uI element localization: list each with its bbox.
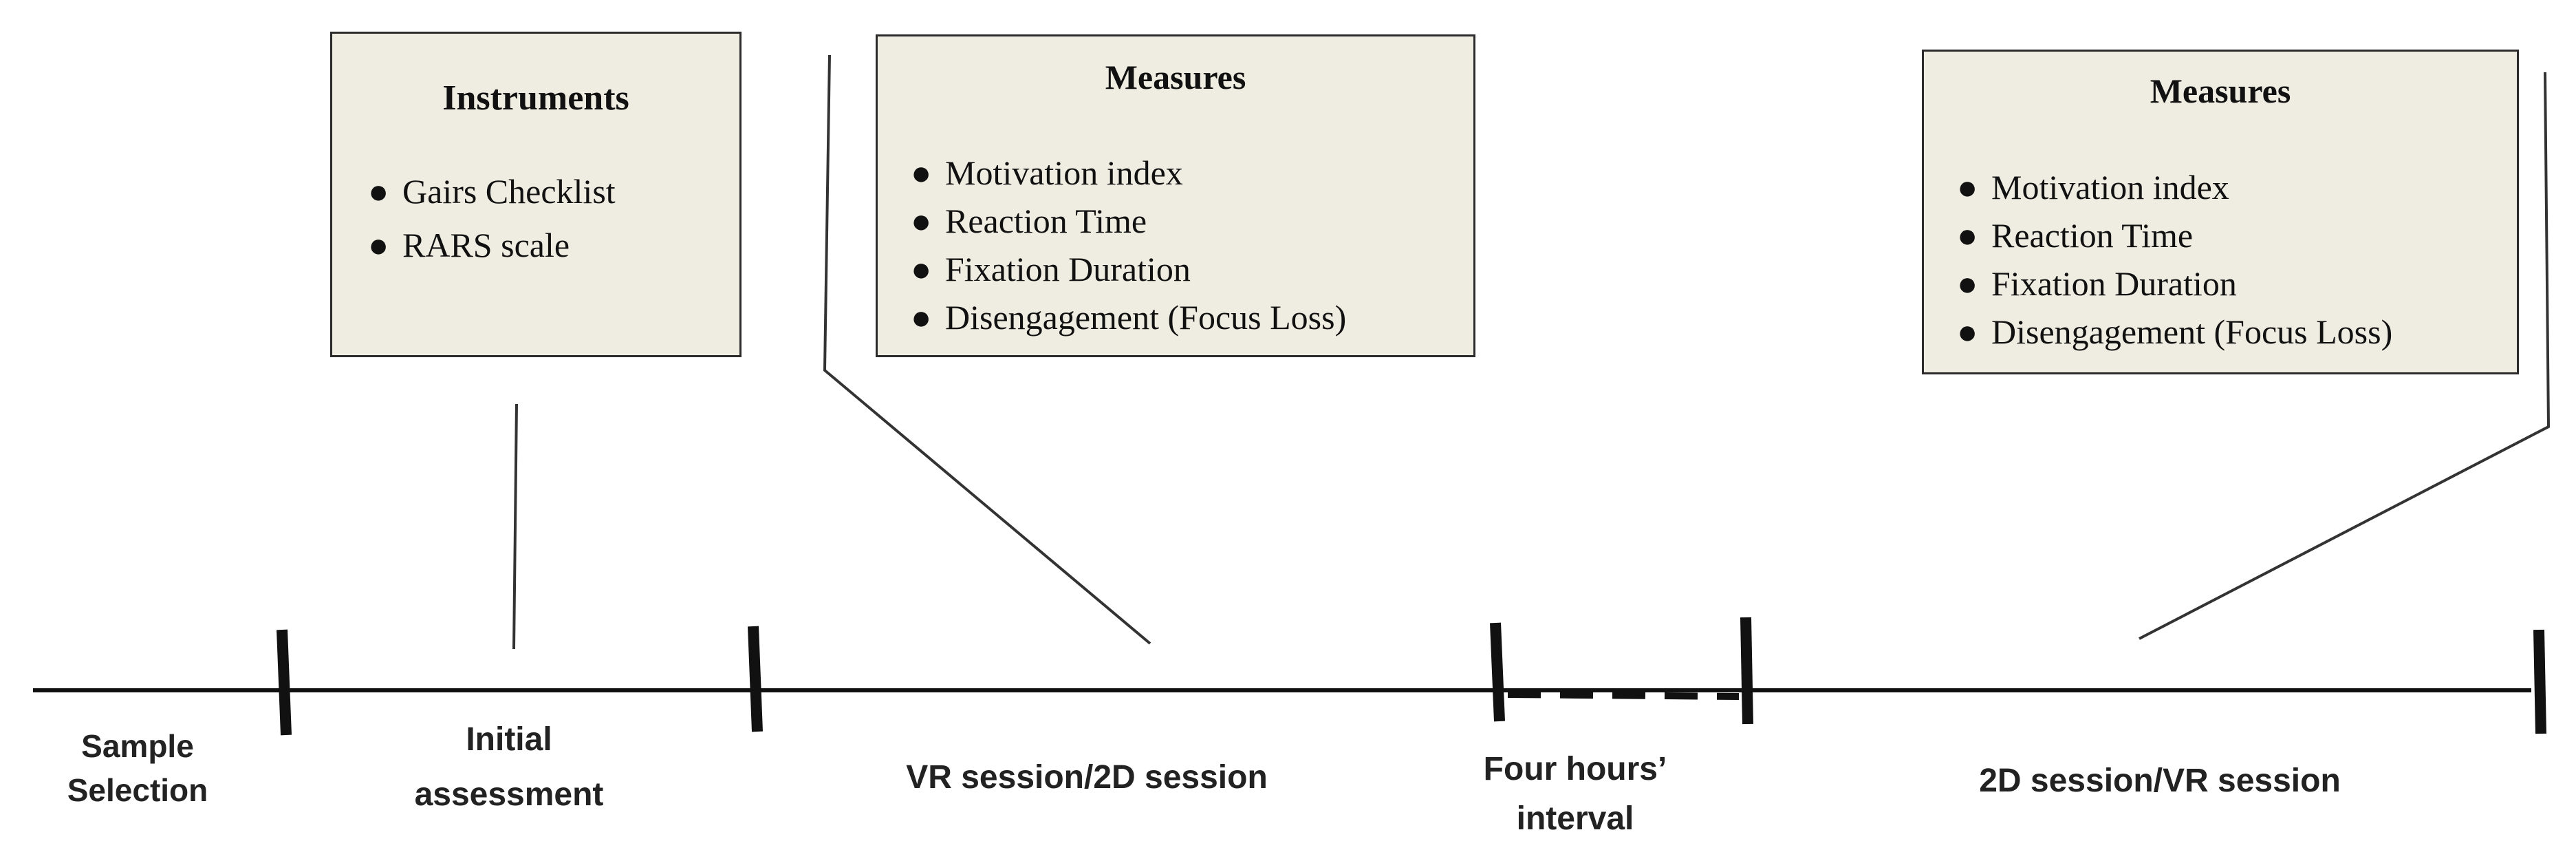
phase-label-four-hours-interval: Four hours’ interval [1483, 751, 1667, 837]
list-item: ●Motivation index [911, 149, 1346, 197]
connector-measures-second [2139, 72, 2551, 640]
instruments-list: ●Gairs Checklist ●RARS scale [368, 164, 616, 272]
bullet-icon: ● [1957, 312, 1978, 351]
measures-list-second: ●Motivation index ●Reaction Time ●Fixati… [1957, 163, 2392, 356]
timeline-tick-1 [277, 629, 292, 736]
bullet-icon: ● [368, 172, 389, 211]
list-item: ●Gairs Checklist [368, 164, 616, 218]
instruments-title: Instruments [442, 78, 629, 118]
list-item: ●Disengagement (Focus Loss) [911, 293, 1346, 341]
list-item: ●Reaction Time [911, 197, 1346, 245]
bullet-icon: ● [911, 250, 932, 288]
instruments-box: Instruments ●Gairs Checklist ●RARS scale [330, 32, 742, 357]
connector-measures-first [823, 54, 1151, 645]
bullet-icon: ● [911, 153, 932, 192]
bullet-icon: ● [911, 202, 932, 240]
measures-list-first: ●Motivation index ●Reaction Time ●Fixati… [911, 149, 1346, 341]
measures-box-first: Measures ●Motivation index ●Reaction Tim… [876, 34, 1475, 357]
measures-title-second: Measures [2150, 72, 2291, 110]
interval-dashed-line [1507, 691, 1740, 700]
bullet-icon: ● [911, 298, 932, 337]
list-item: ●Motivation index [1957, 163, 2392, 211]
list-item: ●Reaction Time [1957, 211, 2392, 259]
list-item: ●RARS scale [368, 218, 616, 272]
timeline-tick-2 [748, 626, 763, 732]
timeline-tick-3 [1490, 622, 1505, 722]
phase-label-2d-vr-session: 2D session/VR session [1979, 763, 2341, 799]
phase-label-vr-2d-session: VR session/2D session [906, 759, 1268, 796]
timeline-tick-5 [2533, 629, 2546, 734]
connector-instruments [512, 403, 518, 650]
phase-label-initial-assessment: Initial assessment [414, 721, 604, 813]
measures-box-second: Measures ●Motivation index ●Reaction Tim… [1922, 50, 2519, 374]
list-item: ●Disengagement (Focus Loss) [1957, 308, 2392, 356]
bullet-icon: ● [1957, 264, 1978, 303]
measures-title-first: Measures [1105, 58, 1246, 96]
timeline-tick-4 [1740, 617, 1753, 725]
bullet-icon: ● [1957, 216, 1978, 255]
phase-label-sample-selection: Sample Selection [67, 728, 208, 808]
bullet-icon: ● [368, 226, 389, 264]
list-item: ●Fixation Duration [911, 245, 1346, 293]
list-item: ●Fixation Duration [1957, 259, 2392, 308]
bullet-icon: ● [1957, 168, 1978, 206]
